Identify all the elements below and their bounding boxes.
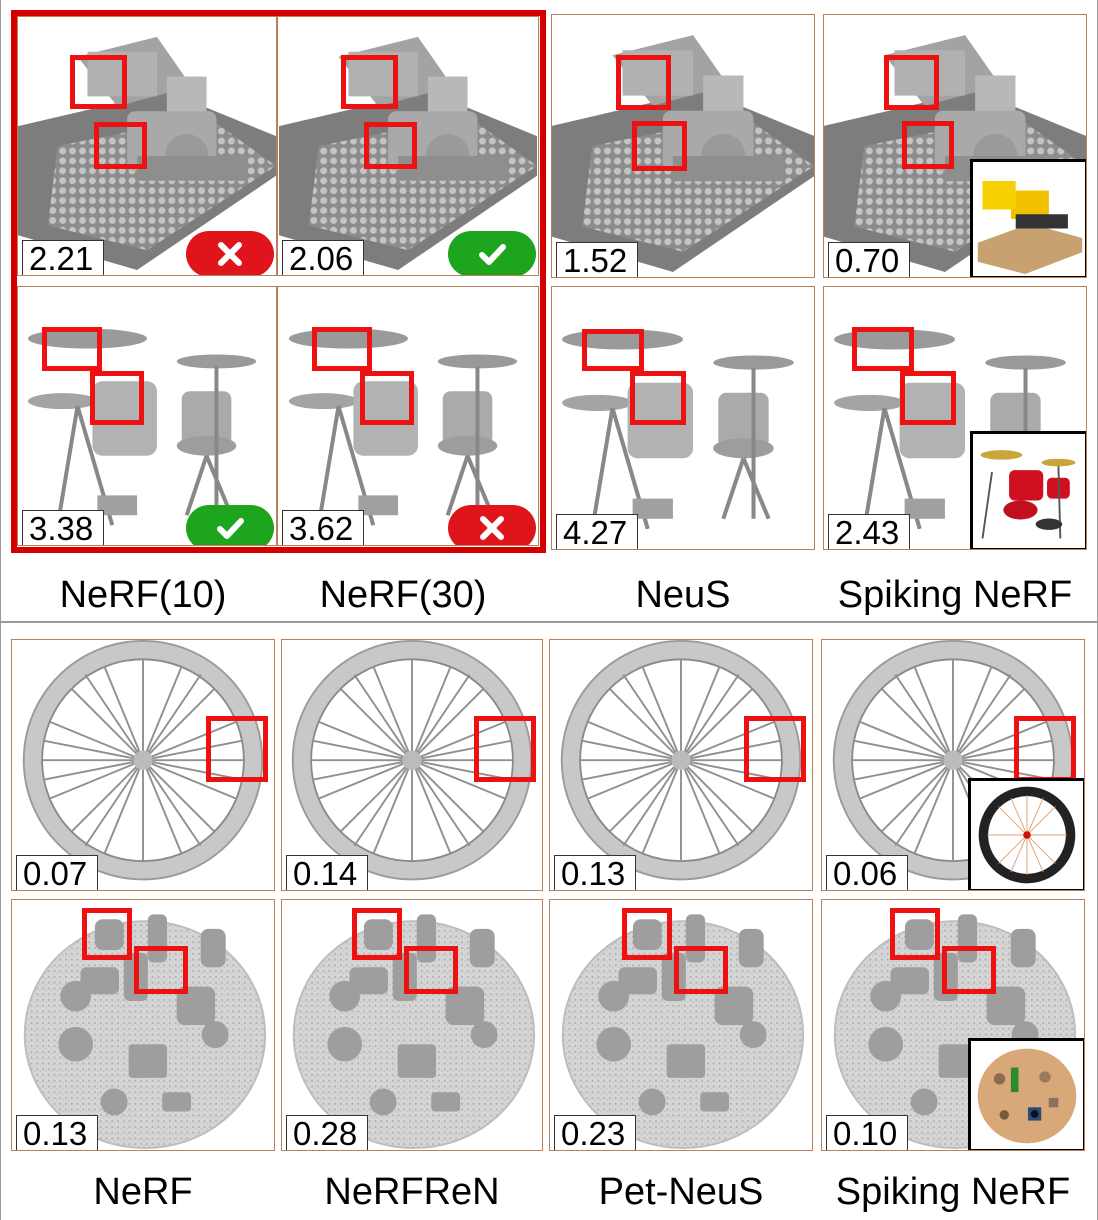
- cell-neus-drums: 4.27: [551, 286, 815, 550]
- method-label: NeRF: [93, 1171, 193, 1213]
- score-label: 0.23: [554, 1115, 637, 1150]
- score-label: 0.28: [286, 1115, 369, 1150]
- roi-box: [94, 122, 147, 169]
- roi-box: [890, 908, 940, 960]
- score-label: 4.27: [556, 514, 639, 549]
- score-label: 0.14: [286, 855, 369, 890]
- roi-box: [582, 329, 644, 371]
- roi-box: [474, 716, 536, 782]
- roi-box: [1014, 716, 1076, 782]
- score-label: 0.10: [826, 1115, 909, 1150]
- roi-box: [134, 946, 188, 994]
- score-label: 1.52: [556, 242, 639, 277]
- cell-nerf30-lego: 2.06: [277, 16, 539, 276]
- cell-nerfren-wheel: 0.14: [281, 639, 543, 891]
- top-figure-panel: 2.21 2.06 1.52 0.70: [0, 0, 1098, 622]
- roi-box: [632, 121, 687, 171]
- drums-reference-image: [973, 434, 1085, 548]
- cross-badge: [186, 231, 274, 275]
- wheel-reference-image: [971, 781, 1083, 889]
- check-badge: [448, 231, 536, 275]
- roi-box: [622, 908, 672, 960]
- cell-spiking-wheel: 0.06: [821, 639, 1085, 891]
- score-label: 2.21: [22, 240, 105, 275]
- method-label: Spiking NeRF: [835, 1171, 1071, 1213]
- cell-nerf10-lego: 2.21: [17, 16, 277, 276]
- plate-render: [282, 900, 542, 1150]
- plate-reference-image: [971, 1041, 1083, 1149]
- drums-reference-inset: [970, 431, 1086, 549]
- roi-box: [884, 55, 939, 110]
- score-label: 0.13: [16, 1115, 99, 1150]
- roi-box: [902, 121, 954, 169]
- score-label: 0.07: [16, 855, 99, 890]
- plate-render: [12, 900, 274, 1150]
- lego-reference-inset: [970, 159, 1086, 277]
- cell-nerf-wheel: 0.07: [11, 639, 275, 891]
- cell-neus-lego: 1.52: [551, 14, 815, 278]
- roi-box: [630, 371, 686, 425]
- roi-box: [206, 716, 268, 782]
- bottom-figure-panel: 0.07 0.14 0.13 0.06: [0, 622, 1098, 1220]
- lego-reference-image: [973, 162, 1085, 276]
- plate-render: [550, 900, 812, 1150]
- method-label: Pet-NeuS: [598, 1171, 764, 1213]
- roi-box: [82, 908, 132, 960]
- cell-spiking-plate: 0.10: [821, 899, 1085, 1151]
- method-label: NeuS: [635, 574, 731, 616]
- wheel-reference-inset: [968, 778, 1084, 890]
- cell-spiking-lego: 0.70: [823, 14, 1087, 278]
- roi-box: [42, 327, 102, 371]
- score-label: 0.70: [828, 242, 911, 277]
- roi-box: [674, 946, 728, 994]
- method-label: Spiking NeRF: [837, 574, 1073, 616]
- roi-box: [360, 371, 414, 425]
- highlight-frame: [11, 10, 546, 553]
- method-label: NeRF(10): [59, 574, 227, 616]
- check-badge: [186, 505, 274, 545]
- score-label: 2.43: [828, 514, 911, 549]
- roi-box: [364, 122, 417, 169]
- cell-nerf-plate: 0.13: [11, 899, 275, 1151]
- cell-petneus-plate: 0.23: [549, 899, 813, 1151]
- roi-box: [616, 55, 671, 110]
- roi-box: [404, 946, 458, 994]
- roi-box: [341, 55, 398, 109]
- method-label: NeRFReN: [324, 1171, 500, 1213]
- roi-box: [352, 908, 402, 960]
- plate-reference-inset: [968, 1038, 1084, 1150]
- cell-petneus-wheel: 0.13: [549, 639, 813, 891]
- score-label: 0.13: [554, 855, 637, 890]
- cross-badge: [448, 505, 536, 545]
- cell-nerf10-drums: 3.38: [17, 286, 277, 546]
- roi-box: [312, 327, 372, 371]
- score-label: 0.06: [826, 855, 909, 890]
- method-label: NeRF(30): [319, 574, 487, 616]
- roi-box: [942, 946, 996, 994]
- score-label: 3.62: [282, 510, 365, 545]
- roi-box: [90, 371, 144, 425]
- roi-box: [744, 716, 806, 782]
- score-label: 2.06: [282, 240, 365, 275]
- roi-box: [852, 327, 914, 371]
- roi-box: [70, 55, 127, 109]
- cell-nerfren-plate: 0.28: [281, 899, 543, 1151]
- roi-box: [900, 371, 956, 425]
- cell-nerf30-drums: 3.62: [277, 286, 539, 546]
- cell-spiking-drums: 2.43: [823, 286, 1087, 550]
- score-label: 3.38: [22, 510, 105, 545]
